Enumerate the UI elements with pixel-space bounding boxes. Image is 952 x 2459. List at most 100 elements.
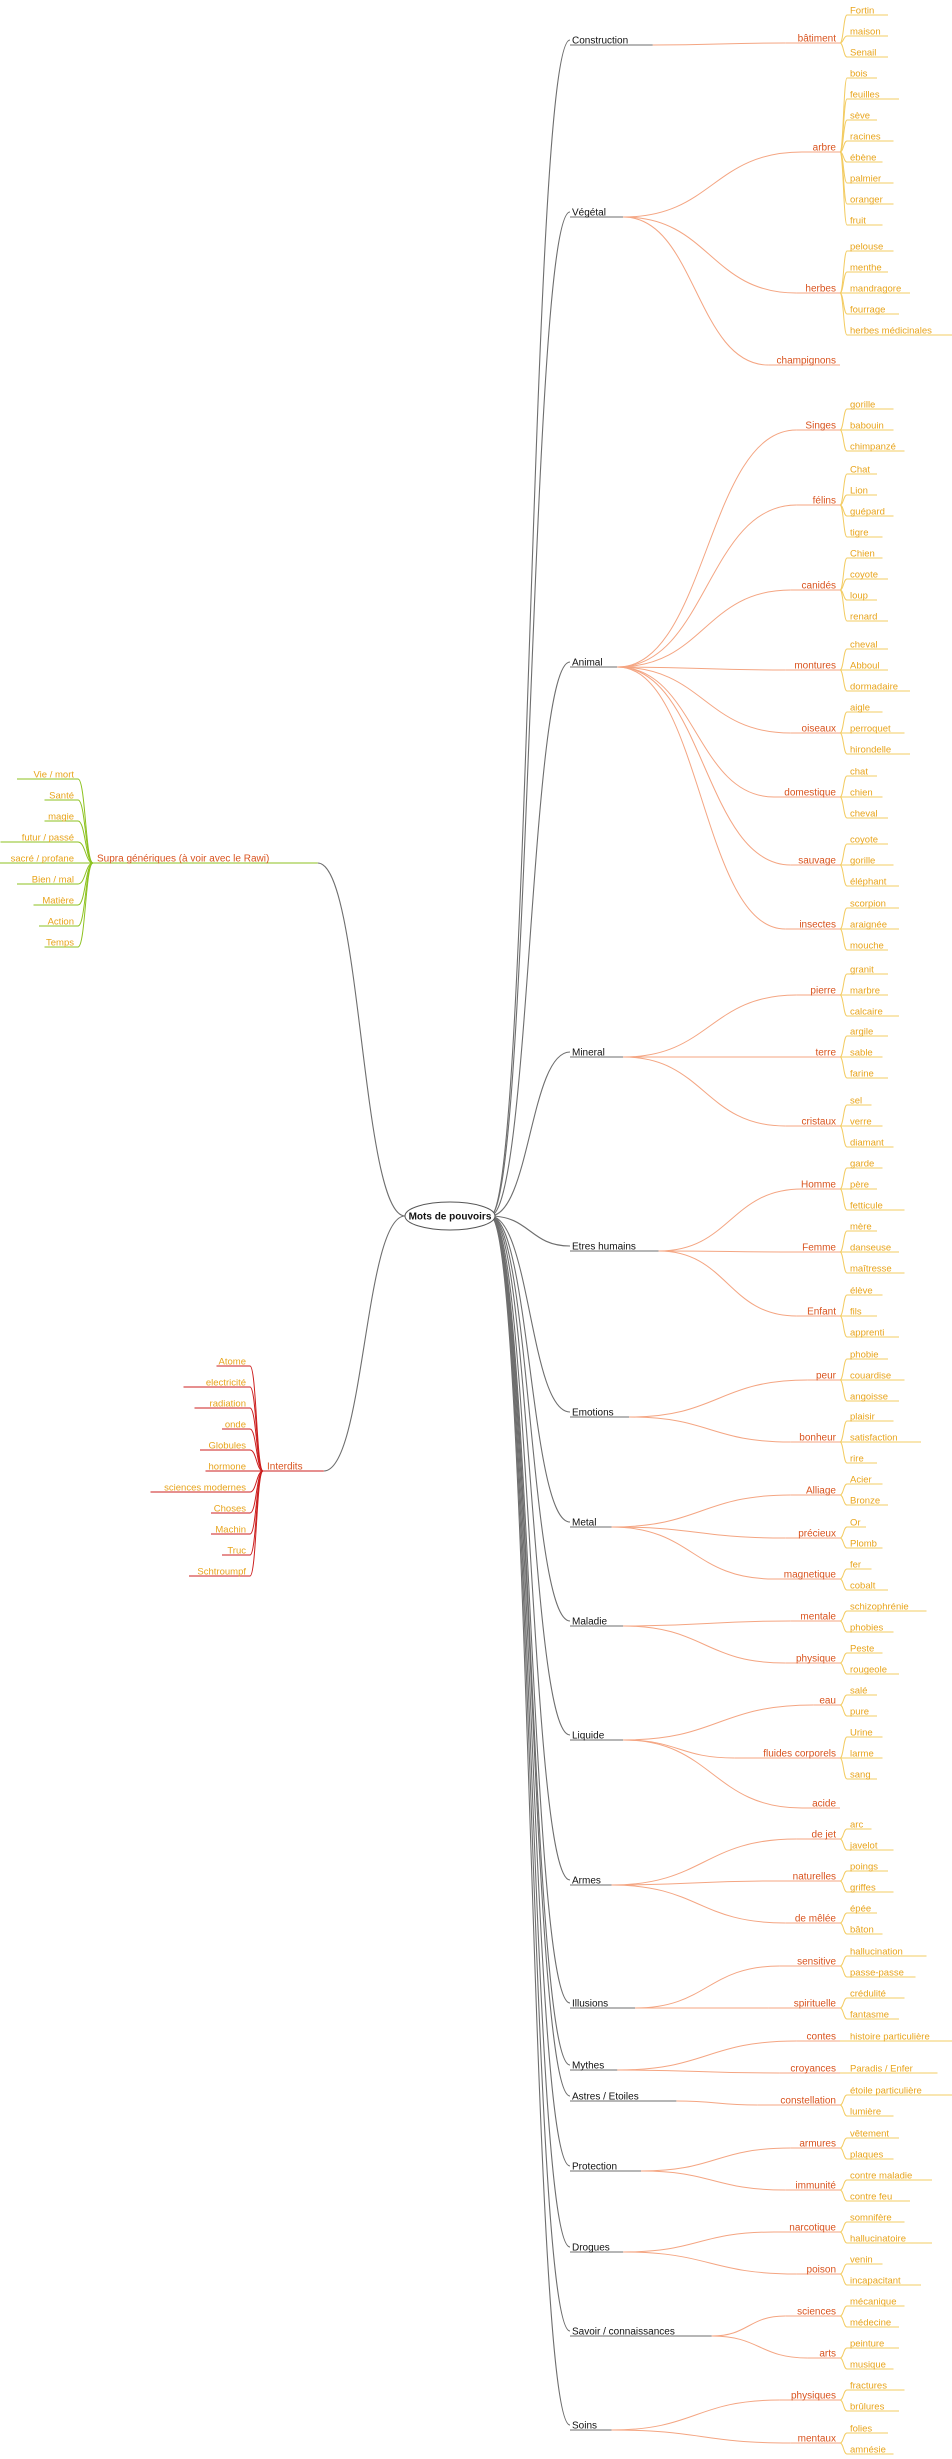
category-mineral[interactable]: Mineral [572,1048,605,1059]
subcategory-immunite[interactable]: immunité [795,2181,836,2192]
leaf-mere[interactable]: mère [850,1222,872,1233]
subcategory-pierre[interactable]: pierre [810,986,836,997]
category-astres-etoiles[interactable]: Astres / Etoiles [572,2092,639,2103]
leaf-cheval[interactable]: cheval [850,640,877,651]
leaf-phobies[interactable]: phobies [850,1623,884,1634]
leaf-phobie[interactable]: phobie [850,1350,879,1361]
leaf-brulures[interactable]: brûlures [850,2402,885,2413]
subcategory-domestique[interactable]: domestique [784,788,836,799]
subcategory-acide[interactable]: acide [812,1799,836,1810]
leaf-cobalt[interactable]: cobalt [850,1581,876,1592]
leaf-hallucinatoire[interactable]: hallucinatoire [850,2234,906,2245]
subcategory-eau[interactable]: eau [819,1696,836,1707]
category-protection[interactable]: Protection [572,2162,617,2173]
leaf-schizophrenie[interactable]: schizophrénie [850,1602,909,1613]
leaf-action[interactable]: Action [48,917,74,928]
leaf-scorpion[interactable]: scorpion [850,899,886,910]
leaf-choses[interactable]: Choses [214,1504,246,1515]
leaf-musique[interactable]: musique [850,2360,886,2371]
leaf-contre-maladie[interactable]: contre maladie [850,2171,912,2182]
leaf-dormadaire[interactable]: dormadaire [850,682,898,693]
leaf-peinture[interactable]: peinture [850,2339,884,2350]
leaf-araignee[interactable]: araignée [850,920,887,931]
leaf-chien[interactable]: chien [850,788,873,799]
subcategory-mentaux[interactable]: mentaux [798,2434,836,2445]
leaf-vie-mort[interactable]: Vie / mort [34,770,75,781]
leaf-babouin[interactable]: babouin [850,421,884,432]
leaf-matiere[interactable]: Matière [42,896,74,907]
leaf-palmier[interactable]: palmier [850,174,881,185]
leaf-lumiere[interactable]: lumière [850,2107,881,2118]
leaf-garde[interactable]: garde [850,1159,874,1170]
subcategory-physiques[interactable]: physiques [791,2391,836,2402]
leaf-argile[interactable]: argile [850,1027,873,1038]
leaf-feuilles[interactable]: feuilles [850,90,880,101]
leaf-rougeole[interactable]: rougeole [850,1665,887,1676]
category-armes[interactable]: Armes [572,1876,601,1887]
leaf-fantasme[interactable]: fantasme [850,2010,889,2021]
subcategory-enfant[interactable]: Enfant [807,1307,836,1318]
leaf-sable[interactable]: sable [850,1048,873,1059]
leaf-chat[interactable]: chat [850,767,868,778]
leaf-poings[interactable]: poings [850,1862,878,1873]
leaf-tigre[interactable]: tigre [850,528,868,539]
subcategory-oiseaux[interactable]: oiseaux [802,724,836,735]
leaf-griffes[interactable]: griffes [850,1883,876,1894]
subcategory-fluides-corporels[interactable]: fluides corporels [763,1749,836,1760]
leaf-folies[interactable]: folies [850,2424,872,2435]
leaf-schtroumpf[interactable]: Schtroumpf [197,1567,246,1578]
leaf-futur-passe[interactable]: futur / passé [22,833,74,844]
category-soins[interactable]: Soins [572,2421,597,2432]
subcategory-insectes[interactable]: insectes [799,920,836,931]
leaf-urine[interactable]: Urine [850,1728,873,1739]
leaf-menthe[interactable]: menthe [850,263,882,274]
subcategory-herbes[interactable]: herbes [805,284,836,295]
leaf-coyote[interactable]: coyote [850,835,878,846]
subcategory-sensitive[interactable]: sensitive [797,1957,836,1968]
subcategory-alliage[interactable]: Alliage [806,1486,836,1497]
root-node[interactable]: Mots de pouvoirs [404,1201,496,1231]
leaf-cheval[interactable]: cheval [850,809,877,820]
leaf-epee[interactable]: épée [850,1904,871,1915]
leaf-machin[interactable]: Machin [215,1525,246,1536]
leaf-coyote[interactable]: coyote [850,570,878,581]
leaf-sciences-modernes[interactable]: sciences modernes [164,1483,246,1494]
leaf-gorille[interactable]: gorille [850,400,875,411]
leaf-aigle[interactable]: aigle [850,703,870,714]
leaf-eleve[interactable]: élève [850,1286,873,1297]
subcategory-arts[interactable]: arts [819,2349,836,2360]
leaf-globules[interactable]: Globules [209,1441,247,1452]
subcategory-sciences[interactable]: sciences [797,2307,836,2318]
leaf-plaques[interactable]: plaques [850,2150,884,2161]
leaf-senail[interactable]: Senail [850,48,876,59]
leaf-guepard[interactable]: guépard [850,507,885,518]
leaf-calcaire[interactable]: calcaire [850,1007,883,1018]
subcategory-physique[interactable]: physique [796,1654,836,1665]
leaf-verre[interactable]: verre [850,1117,872,1128]
leaf-pere[interactable]: père [850,1180,869,1191]
leaf-fer[interactable]: fer [850,1560,861,1571]
leaf-chat[interactable]: Chat [850,465,870,476]
leaf-bien-mal[interactable]: Bien / mal [32,875,74,886]
subcategory-poison[interactable]: poison [807,2265,836,2276]
category-emotions[interactable]: Emotions [572,1408,614,1419]
category-interdits[interactable]: Interdits [267,1462,303,1473]
leaf-abboul[interactable]: Abboul [850,661,880,672]
leaf-javelot[interactable]: javelot [849,1841,878,1852]
leaf-renard[interactable]: renard [850,612,877,623]
leaf-bronze[interactable]: Bronze [850,1496,880,1507]
leaf-contre-feu[interactable]: contre feu [850,2192,892,2203]
leaf-etoile-particuliere[interactable]: étoile particulière [850,2086,922,2097]
leaf-pure[interactable]: pure [850,1707,869,1718]
leaf-truc[interactable]: Truc [227,1546,246,1557]
leaf-sacre-profane[interactable]: sacré / profane [11,854,74,865]
leaf-medecine[interactable]: médecine [850,2318,891,2329]
leaf-lion[interactable]: Lion [850,486,868,497]
leaf-diamant[interactable]: diamant [850,1138,884,1149]
subcategory-spirituelle[interactable]: spirituelle [794,1999,837,2010]
leaf-couardise[interactable]: couardise [850,1371,891,1382]
leaf-plaisir[interactable]: plaisir [850,1412,875,1423]
subcategory-peur[interactable]: peur [816,1371,837,1382]
leaf-loup[interactable]: loup [850,591,868,602]
leaf-larme[interactable]: larme [850,1749,874,1760]
